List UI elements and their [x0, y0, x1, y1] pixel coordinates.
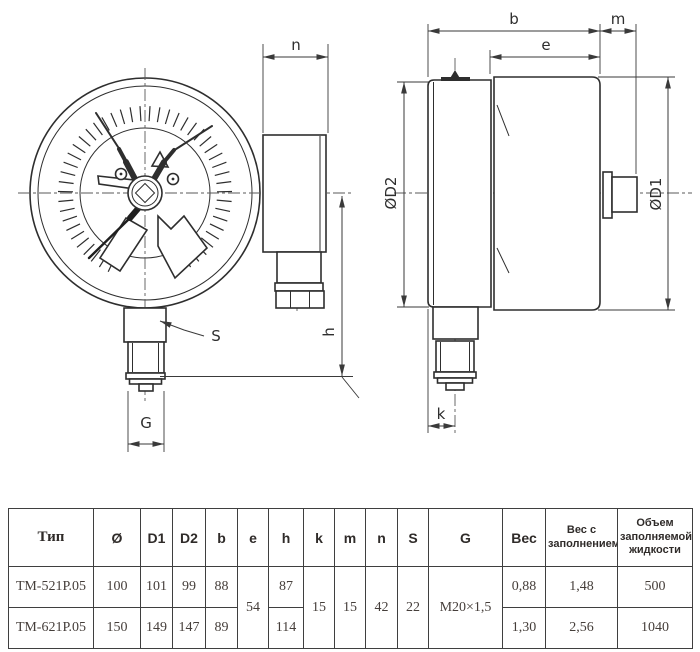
hub-square-key	[134, 182, 156, 204]
dimensions-table: Тип Ø D1 D2 b e h k m n S G Вес Вес с за…	[8, 508, 693, 649]
cell-b: 89	[205, 607, 238, 649]
col-header-ves: Вес	[502, 508, 546, 567]
dim-label-d2: ØD2	[382, 177, 400, 210]
cell-d1: 101	[140, 566, 173, 608]
dim-b: b	[427, 10, 601, 77]
cell-ves: 0,88	[502, 566, 546, 608]
col-header-h: h	[268, 508, 304, 567]
col-header-s: S	[397, 508, 429, 567]
cable-gland-body	[276, 251, 322, 284]
dial-scale-ticks	[57, 106, 233, 273]
cell-ves-fill: 2,56	[545, 607, 618, 649]
side-connection-neck	[432, 306, 479, 340]
col-header-n: n	[365, 508, 398, 567]
cell-o: 100	[93, 566, 141, 608]
callout-s: S	[159, 320, 221, 345]
cell-h: 114	[268, 607, 304, 649]
gauge-drawing: n b m e	[18, 10, 692, 452]
table-row-tm521: ТМ-521Р.05 100 101 99 88 54 87 15 15 42 …	[8, 566, 693, 649]
cell-m-merged: 15	[334, 566, 366, 649]
col-header-d2: D2	[172, 508, 206, 567]
dim-d1: ØD1	[598, 76, 675, 311]
col-header-m: m	[334, 508, 366, 567]
dim-label-e: e	[541, 36, 550, 54]
dim-m: m	[600, 10, 637, 174]
right-fork-wedge	[157, 214, 209, 280]
dim-g: G	[127, 391, 165, 452]
cell-tip: ТМ-521Р.05	[8, 566, 94, 608]
left-fork-wedge	[98, 216, 149, 273]
cell-k-merged: 15	[303, 566, 335, 649]
dim-e: e	[489, 36, 600, 74]
col-header-k: k	[303, 508, 335, 567]
glass-slash-top	[496, 104, 510, 137]
dim-label-h: h	[320, 327, 338, 337]
zero-index-marker	[441, 70, 470, 81]
junction-box	[262, 134, 327, 309]
cell-b: 88	[205, 566, 238, 608]
side-process-connection	[432, 306, 479, 391]
dim-label-n: n	[291, 36, 301, 54]
side-view	[394, 58, 692, 433]
front-process-connection	[123, 307, 167, 392]
cell-volume: 500	[617, 566, 693, 608]
col-header-d1: D1	[140, 508, 173, 567]
left-contact-pointer	[95, 112, 138, 182]
cell-h: 87	[268, 566, 304, 608]
side-connection-thread	[435, 340, 475, 373]
cell-tip: ТМ-621Р.05	[8, 607, 94, 649]
table-header-row: Тип Ø D1 D2 b e h k m n S G Вес Вес с за…	[8, 508, 693, 567]
cell-d2: 99	[172, 566, 206, 608]
dim-k: k	[427, 309, 455, 433]
dim-label-d1: ØD1	[647, 178, 665, 211]
cell-d2: 147	[172, 607, 206, 649]
front-view	[18, 68, 352, 402]
col-header-o: Ø	[93, 508, 141, 567]
right-contact-pointer	[151, 125, 213, 182]
col-header-tip: Тип	[8, 508, 94, 567]
dim-label-s: S	[211, 327, 221, 345]
col-header-volume: Объем заполняемой жидкости	[617, 508, 693, 567]
cell-e-merged: 54	[237, 566, 269, 649]
dimensions: n b m e	[127, 10, 675, 452]
needle-hub	[127, 175, 163, 211]
side-back-case	[427, 79, 492, 308]
cell-g-merged: М20×1,5	[428, 566, 503, 649]
dim-label-g: G	[140, 414, 152, 432]
cell-n-merged: 42	[365, 566, 398, 649]
cell-ves-fill: 1,48	[545, 566, 618, 608]
cell-volume: 1040	[617, 607, 693, 649]
contact-screws	[114, 167, 180, 186]
col-header-b: b	[205, 508, 238, 567]
table-row-tm621: ТМ-621Р.05 150 149 147 89 114 1,30 2,56 …	[8, 607, 693, 649]
dim-d2: ØD2	[382, 81, 429, 308]
connection-neck	[123, 307, 167, 343]
cell-d1: 149	[140, 607, 173, 649]
glass-slash-bottom	[496, 247, 510, 274]
cell-ves: 1,30	[502, 607, 546, 649]
cable-gland-collar	[274, 282, 324, 292]
dim-n: n	[262, 36, 329, 133]
dim-label-m: m	[611, 10, 626, 28]
col-header-ves-fill: Вес с заполнением	[545, 508, 618, 567]
cable-gland-nut	[275, 290, 325, 309]
back-stub	[602, 171, 638, 219]
dim-label-k: k	[437, 405, 446, 423]
dim-h: h	[160, 196, 360, 399]
col-header-g: G	[428, 508, 503, 567]
side-front-body	[493, 76, 601, 311]
col-header-e: e	[237, 508, 269, 567]
dim-label-b: b	[509, 10, 519, 28]
cell-o: 150	[93, 607, 141, 649]
cell-s-merged: 22	[397, 566, 429, 649]
